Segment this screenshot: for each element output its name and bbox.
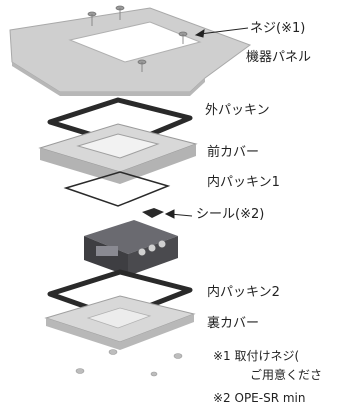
label-back-cover: 裏カバー <box>207 316 260 331</box>
note2: ※2 OPE-SR min <box>213 391 306 405</box>
note1-line2: ご用意くださ <box>250 368 323 382</box>
label-seal: シール(※2) <box>196 207 265 222</box>
back-cover <box>44 295 196 350</box>
label-inner-packing2: 内パッキン2 <box>207 285 280 300</box>
front-cover <box>38 123 198 184</box>
inner-packing1 <box>63 171 171 207</box>
seal-arrowhead <box>164 209 175 219</box>
equipment-panel <box>9 7 252 96</box>
label-front-cover: 前カバー <box>207 145 260 160</box>
screw-leader <box>199 27 249 35</box>
label-screw: ネジ(※1) <box>250 21 306 36</box>
washers <box>75 349 183 377</box>
screw-arrowhead <box>194 29 205 38</box>
label-inner-packing1: 内パッキン1 <box>207 175 280 190</box>
device-unit <box>84 220 178 276</box>
label-outer-packing: 外パッキン <box>205 103 270 118</box>
note1-line1: ※1 取付けネジ( <box>213 349 300 363</box>
screws <box>87 5 188 72</box>
seal-piece <box>142 208 164 218</box>
label-panel: 機器パネル <box>246 50 312 65</box>
leader-arrows <box>164 27 249 219</box>
